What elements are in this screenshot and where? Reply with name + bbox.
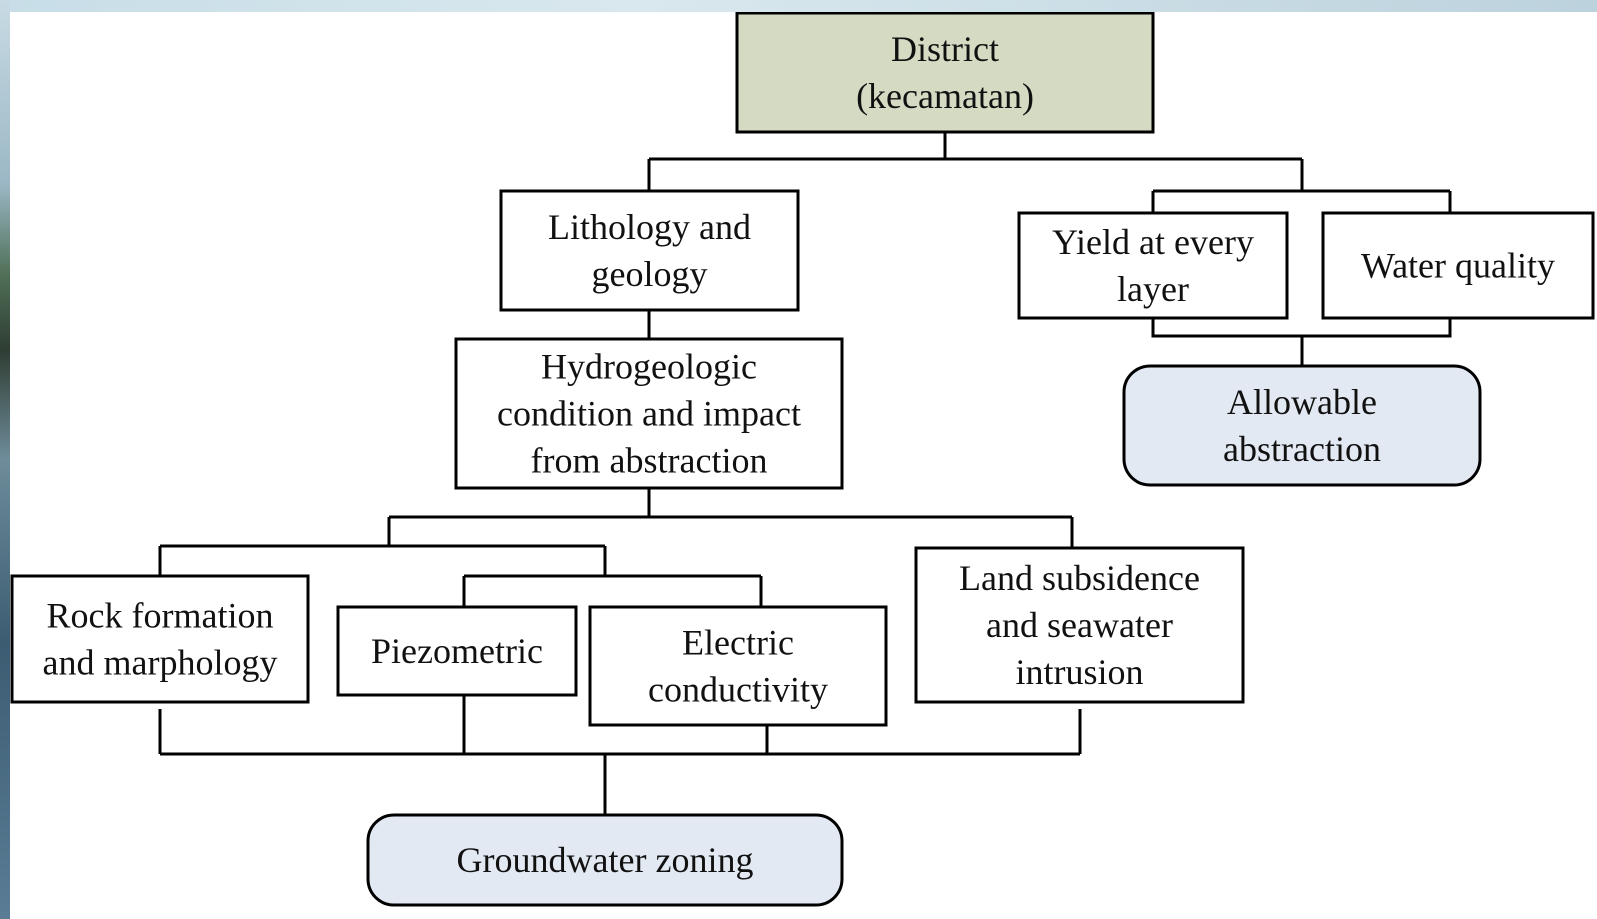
node-electric-conductivity: Electric conductivity xyxy=(588,605,888,727)
node-land-subsidence: Land subsidence and seawater intrusion xyxy=(914,546,1245,704)
node-box xyxy=(454,337,844,490)
node-label-line: Electric xyxy=(682,623,794,663)
node-label-line: Rock formation xyxy=(47,596,274,636)
node-label-line: Lithology and xyxy=(548,207,751,247)
node-groundwater-zoning: Groundwater zoning xyxy=(366,813,844,907)
edge-branch-to-yield-quality xyxy=(1151,189,1452,213)
node-allowable-abstraction: Allowable abstraction xyxy=(1122,364,1482,487)
node-box xyxy=(914,546,1245,704)
node-label-line: Groundwater zoning xyxy=(457,840,754,880)
node-label-line: Piezometric xyxy=(371,631,543,671)
node-water-quality: Water quality xyxy=(1321,211,1595,320)
connectors xyxy=(158,132,1452,815)
edge-district-to-branches xyxy=(647,132,1304,193)
node-box xyxy=(735,12,1155,134)
node-rock-formation: Rock formation and marphology xyxy=(10,574,310,704)
node-lithology: Lithology and geology xyxy=(499,189,800,312)
node-label-line: from abstraction xyxy=(531,441,768,481)
node-box xyxy=(1321,211,1595,320)
edge-branch-to-rock-piezo-electric xyxy=(158,544,763,607)
node-label-line: and seawater xyxy=(986,605,1173,645)
node-label-line: Yield at every xyxy=(1052,222,1254,262)
node-label-line: abstraction xyxy=(1223,429,1381,469)
diagram-canvas: District (kecamatan) Lithology and geology… xyxy=(10,12,1597,919)
edge-subfactors-to-groundwater xyxy=(158,695,1082,815)
node-piezometric: Piezometric xyxy=(336,605,578,697)
node-label-line: Land subsidence xyxy=(959,558,1200,598)
edge-hydrogeologic-to-subfactors xyxy=(387,488,1074,548)
node-hydrogeologic: Hydrogeologic condition and impact from ab… xyxy=(454,337,844,490)
node-label-line: condition and impact xyxy=(497,394,801,434)
node-label-line: conductivity xyxy=(648,670,828,710)
node-label-line: Water quality xyxy=(1361,246,1555,286)
node-box xyxy=(1017,211,1289,320)
node-yield: Yield at every layer xyxy=(1017,211,1289,320)
edge-yield-quality-to-allowable xyxy=(1151,318,1452,366)
node-label-line: District xyxy=(891,29,999,69)
node-box xyxy=(1122,364,1482,487)
node-box xyxy=(10,574,310,704)
node-label-line: layer xyxy=(1117,269,1189,309)
node-label-line: and marphology xyxy=(43,643,278,683)
node-district: District (kecamatan) xyxy=(735,12,1155,134)
background-photo-edge xyxy=(0,0,10,919)
node-box xyxy=(336,605,578,697)
flowchart-diagram: District (kecamatan) Lithology and geology… xyxy=(10,12,1595,907)
node-label-line: (kecamatan) xyxy=(856,76,1034,116)
node-box xyxy=(366,813,844,907)
node-box xyxy=(499,189,800,312)
background-sky xyxy=(0,0,1597,12)
node-label-line: intrusion xyxy=(1015,652,1143,692)
node-label-line: Allowable xyxy=(1227,382,1377,422)
node-box xyxy=(588,605,888,727)
node-label-line: geology xyxy=(592,254,708,294)
node-label-line: Hydrogeologic xyxy=(541,347,757,387)
